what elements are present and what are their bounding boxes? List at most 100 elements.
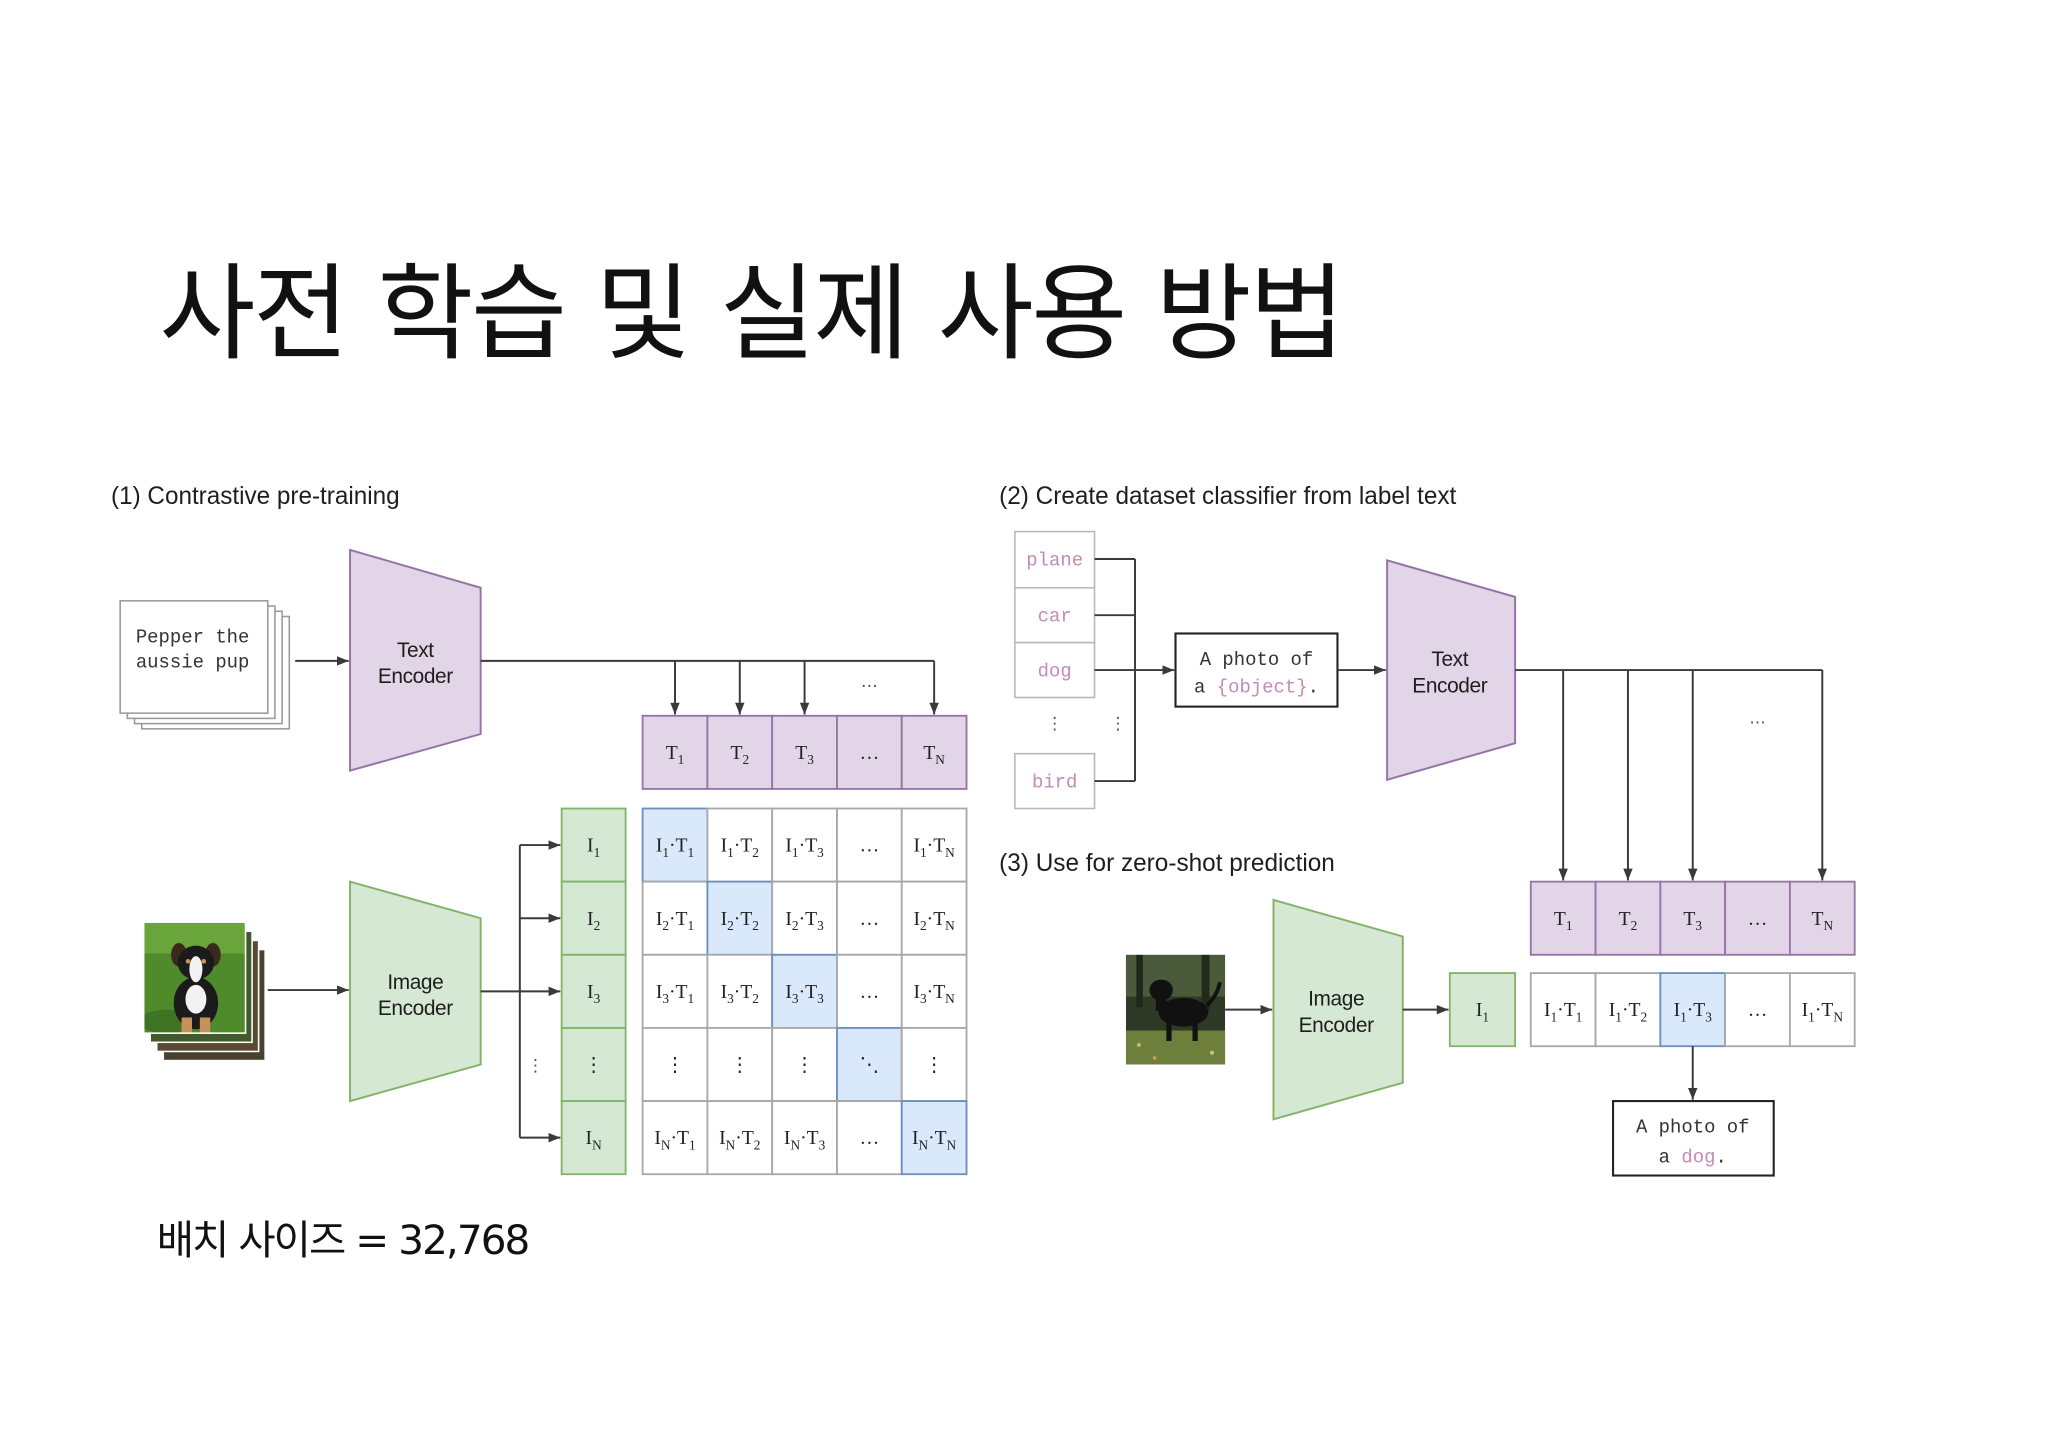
similarity-cell-4-4-label: ⋱ (860, 1055, 880, 1076)
text-embedding-1: T1 (641, 714, 709, 790)
image-embedding-3-box (560, 953, 627, 1029)
similarity-cell-5-4: … (836, 1100, 903, 1176)
text-embedding-1-box (641, 714, 709, 790)
class-embedding-4-label: … (1748, 909, 1768, 930)
similarity-cell-5-1: IN·T1 (641, 1100, 709, 1176)
class-embedding-3: T3 (1659, 880, 1727, 956)
score-cell-3: I1·T3 (1659, 972, 1727, 1048)
image-embedding-1-label: I1 (587, 836, 600, 860)
similarity-cell-3-3-label: I3·T3 (785, 982, 824, 1006)
similarity-cell-3-1-box (641, 953, 709, 1029)
similarity-cell-4-1-box (641, 1027, 709, 1102)
similarity-cell-2-2-box (706, 880, 774, 956)
text-embedding-4: … (836, 714, 903, 790)
class-embedding-2-label: T2 (1619, 909, 1638, 933)
caption-card (119, 600, 269, 714)
similarity-cell-5-4-box (836, 1100, 903, 1176)
template-placeholder: {object} (1217, 676, 1308, 698)
image-embedding-4-box (560, 1027, 627, 1102)
panel-dataset-classifier: (2) Create dataset classifier from label… (999, 483, 1856, 956)
similarity-cell-5-3: IN·T3 (771, 1100, 838, 1176)
similarity-cell-4-2: ⋮ (706, 1027, 774, 1102)
similarity-cell-5-5-label: IN·TN (912, 1128, 957, 1152)
similarity-cell-2-2-label: I2·T2 (721, 909, 759, 933)
score-cell-5: I1·TN (1788, 972, 1856, 1048)
text-encoder-2-label-2: Encoder (1412, 674, 1487, 697)
similarity-cell-1-2: I1·T2 (706, 807, 774, 883)
class-label-car: car (1038, 606, 1072, 628)
similarity-cell-5-4-label: … (860, 1128, 880, 1149)
similarity-cell-5-1-label: IN·T1 (654, 1128, 695, 1152)
similarity-cell-5-3-box (771, 1100, 838, 1176)
class-embedding-3-label: T3 (1683, 909, 1702, 933)
class-embedding-4: … (1724, 880, 1791, 956)
image-embedding-5: IN (560, 1100, 627, 1176)
caption-line-1: Pepper the (136, 627, 250, 649)
image-encoder: Image Encoder (349, 880, 482, 1103)
similarity-cell-2-5: I2·TN (900, 880, 968, 956)
similarity-cell-1-4-label: … (860, 836, 880, 857)
similarity-cell-2-4-box (836, 880, 903, 956)
text-embedding-1-label: T1 (666, 743, 685, 767)
image-embedding-4: ⋮ (560, 1027, 627, 1102)
text-embedding-2: T2 (706, 714, 774, 790)
image-encoder-3-label-1: Image (1308, 988, 1364, 1011)
text-encoder-label-2: Encoder (378, 665, 453, 688)
image-embedding-4-label: ⋮ (584, 1055, 604, 1076)
text-embedding-3: T3 (771, 714, 838, 790)
score-cell-4: … (1724, 972, 1791, 1048)
caption-line-2: aussie pup (136, 651, 250, 673)
panel2-label: (2) Create dataset classifier from label… (999, 483, 1456, 510)
template-suffix: . (1308, 676, 1319, 698)
image-embedding-2-box (560, 880, 627, 956)
class-list-ellipsis: ⋮ (1046, 714, 1063, 734)
similarity-cell-3-4-label: … (860, 982, 880, 1003)
score-cell-5-box (1788, 972, 1856, 1048)
caption-stack: Pepper the aussie pup (119, 600, 291, 730)
text-encoder-2-label-1: Text (1431, 648, 1468, 671)
class-box-car (1014, 586, 1096, 644)
class-embedding-5-label: TN (1812, 909, 1834, 933)
text-embedding-2-box (706, 714, 774, 790)
image-embedding-2-label: I2 (587, 909, 600, 933)
panel3-label: (3) Use for zero-shot prediction (999, 850, 1335, 877)
text-embedding-4-box (836, 714, 903, 790)
class-embedding-5-box (1788, 880, 1856, 956)
image-embedding-5-label: IN (586, 1128, 603, 1152)
class-label-plane: plane (1026, 550, 1083, 572)
similarity-cell-5-2-box (706, 1100, 774, 1176)
prediction-line-1: A photo of (1636, 1116, 1750, 1138)
text-embedding-4-label: … (860, 743, 880, 764)
similarity-cell-5-5: IN·TN (900, 1100, 968, 1176)
class-box-bird (1014, 752, 1096, 810)
similarity-cell-5-2: IN·T2 (706, 1100, 774, 1176)
score-cell-1-box (1529, 972, 1597, 1048)
similarity-cell-4-2-label: ⋮ (730, 1055, 750, 1076)
text-encoder-label-1: Text (397, 639, 434, 662)
query-image-embedding-label: I1 (1476, 1000, 1489, 1024)
query-image-embedding: I1 (1448, 972, 1517, 1048)
image-embedding-5-box (560, 1100, 627, 1176)
similarity-cell-4-4-box (836, 1027, 903, 1102)
image-encoder-3: Image Encoder (1272, 898, 1404, 1121)
similarity-cell-1-1-label: I1·T1 (656, 836, 694, 860)
text-encoder-2: Text Encoder (1386, 559, 1517, 782)
similarity-cell-3-2: I3·T2 (706, 953, 774, 1029)
class-label-dog: dog (1038, 661, 1072, 683)
class-embedding-arrows: ... (1515, 669, 1828, 881)
class-embedding-2: T2 (1594, 880, 1662, 956)
similarity-cell-2-4-label: … (860, 909, 880, 930)
similarity-cell-2-1-label: I2·T1 (656, 909, 694, 933)
image-arrow-ellipsis: ⋮ (527, 1056, 544, 1076)
text-arrow-ellipsis: … (861, 672, 878, 692)
class-embedding-4-box (1724, 880, 1791, 956)
text-embedding-5: TN (900, 714, 968, 790)
similarity-cell-4-1-label: ⋮ (665, 1055, 685, 1076)
puppy-photo (143, 922, 246, 1034)
image-encoder-3-label-2: Encoder (1299, 1014, 1374, 1037)
class-bus-ellipsis: ⋮ (1110, 714, 1127, 734)
image-embedding-1: I1 (560, 807, 627, 883)
